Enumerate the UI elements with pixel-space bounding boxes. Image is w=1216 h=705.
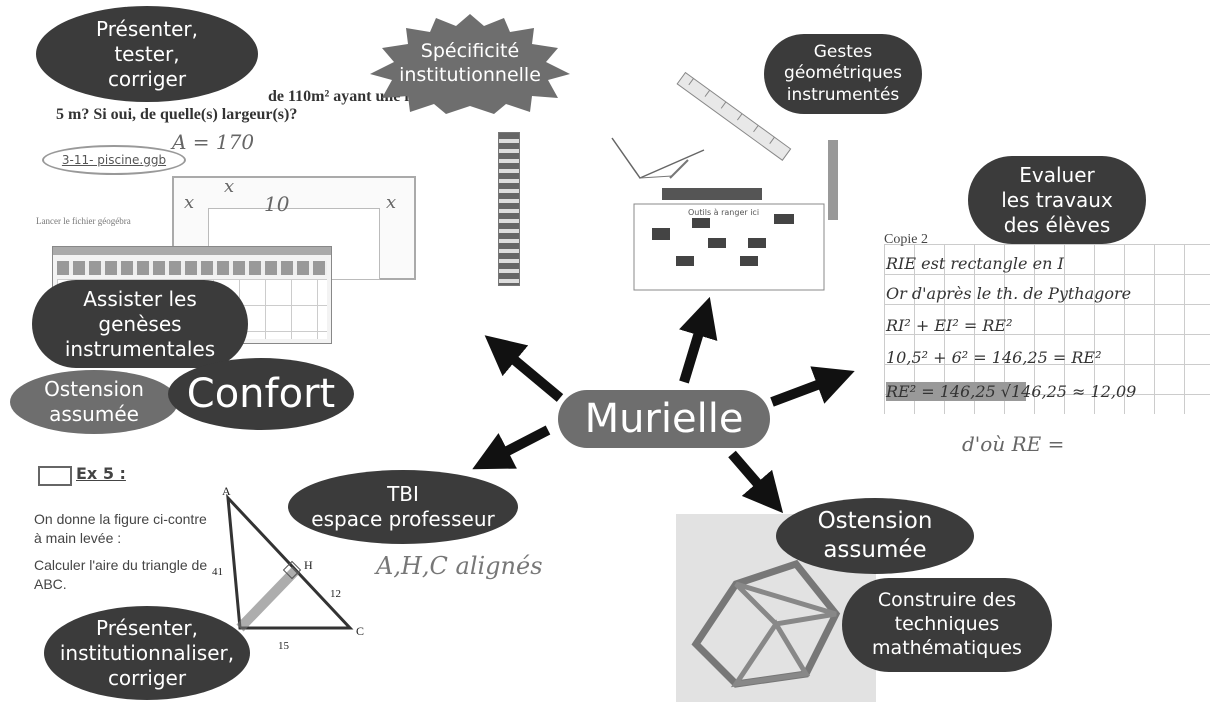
triangle-height <box>236 566 300 632</box>
tool-2 <box>692 218 710 228</box>
ex-text-2: Calculer l'aire du triangle de ABC. <box>34 557 208 592</box>
node-assister: Assister les genèses instrumentales <box>32 280 248 368</box>
file-caption: Lancer le fichier géogébra <box>36 216 131 226</box>
copie-line-4: 10,5² + 6² = 146,25 = RE² <box>886 348 1102 367</box>
burst-shape <box>370 14 570 114</box>
geometry-tools-image <box>611 71 838 291</box>
arrow-to-evaluer <box>770 366 855 407</box>
copie-after: d'où RE = <box>962 432 1065 456</box>
toolbox-title: Outils à ranger ici <box>688 208 760 217</box>
copie-line-5: RE² = 146,25 √146,25 ≈ 12,09 <box>886 382 1137 401</box>
node-specificite-burst <box>370 14 570 114</box>
triangle-figure <box>226 493 354 632</box>
tool-3 <box>708 238 726 248</box>
dim-x-right: x <box>386 192 397 213</box>
cube-face-2 <box>734 581 837 627</box>
student-copy: Copie 2 RIE est rectangle en I Or d'aprè… <box>884 232 1210 414</box>
geogebra-menubar <box>53 247 331 255</box>
geogebra-toolbar <box>57 261 327 275</box>
node-ostension-left: Ostension assumée <box>10 370 178 434</box>
dim-x-left: x <box>184 192 195 213</box>
center-label: Murielle <box>584 396 744 442</box>
tri-label-41: 41 <box>212 566 223 578</box>
tool-6 <box>740 256 758 266</box>
copie-title: Copie 2 <box>884 232 928 247</box>
node-tbi: TBI espace professeur <box>288 470 518 544</box>
tri-label-15: 15 <box>278 640 289 652</box>
arrow-to-ostension <box>728 450 784 514</box>
tri-label-c: C <box>356 624 365 638</box>
cube-face-3 <box>730 619 811 688</box>
tri-label-h: H <box>304 558 313 572</box>
node-specificite: Spécificité institutionnelle <box>399 40 541 86</box>
node-presenter-inst: Présenter, institutionnaliser, corriger <box>44 606 250 700</box>
segment-line <box>639 175 673 179</box>
file-link-oval[interactable]: 3-11- piscine.ggb <box>42 145 186 175</box>
arrow-to-gestes <box>679 296 718 384</box>
tool-4 <box>748 238 766 248</box>
tri-label-a: A <box>222 484 231 498</box>
node-construire: Construire des techniques mathématiques <box>842 578 1052 672</box>
copie-line-2: Or d'après le th. de Pythagore <box>886 284 1132 303</box>
node-ostension-right: Ostension assumée <box>776 498 974 574</box>
file-link-text[interactable]: 3-11- piscine.ggb <box>61 153 167 167</box>
dim-x-top: x <box>224 176 235 197</box>
tool-1 <box>652 228 670 240</box>
right-angle-mark <box>282 560 302 580</box>
tri-label-12: 12 <box>330 588 341 600</box>
arrow-to-assister <box>484 335 564 402</box>
node-gestes: Gestes géométriques instrumentés <box>764 34 922 114</box>
handwritten-area: A = 170 <box>172 130 255 154</box>
problem-text-line-2: 5 m? Si oui, de quelle(s) largeur(s)? <box>56 106 298 123</box>
node-evaluer: Evaluer les travaux des élèves <box>968 156 1146 244</box>
ruler-shape <box>676 71 792 161</box>
ex-checkbox <box>38 466 72 486</box>
btn-row <box>662 188 762 200</box>
tbi-toolbar-strip <box>498 132 520 286</box>
compass-arm <box>669 159 689 179</box>
ex-label: Ex 5 : <box>76 464 126 483</box>
arrow-to-tbi <box>472 425 551 470</box>
cube-sketch <box>691 559 841 688</box>
triangle-abc <box>226 493 354 630</box>
ex-text-1: On donne la figure ci-contre à main levé… <box>34 511 207 546</box>
copie-line-1: RIE est rectangle en I <box>886 254 1064 273</box>
tool-7 <box>774 214 794 224</box>
handwritten-aligned: A,H,C alignés <box>376 552 543 580</box>
node-confort: Confort <box>168 358 354 430</box>
node-presenter-tester: Présenter, tester, corriger <box>36 6 258 102</box>
tool-5 <box>676 256 694 266</box>
side-strip <box>828 140 838 220</box>
copie-line-3: RI² + EI² = RE² <box>886 316 1013 335</box>
center-node-murielle: Murielle <box>558 390 770 448</box>
dim-10: 10 <box>264 192 290 216</box>
